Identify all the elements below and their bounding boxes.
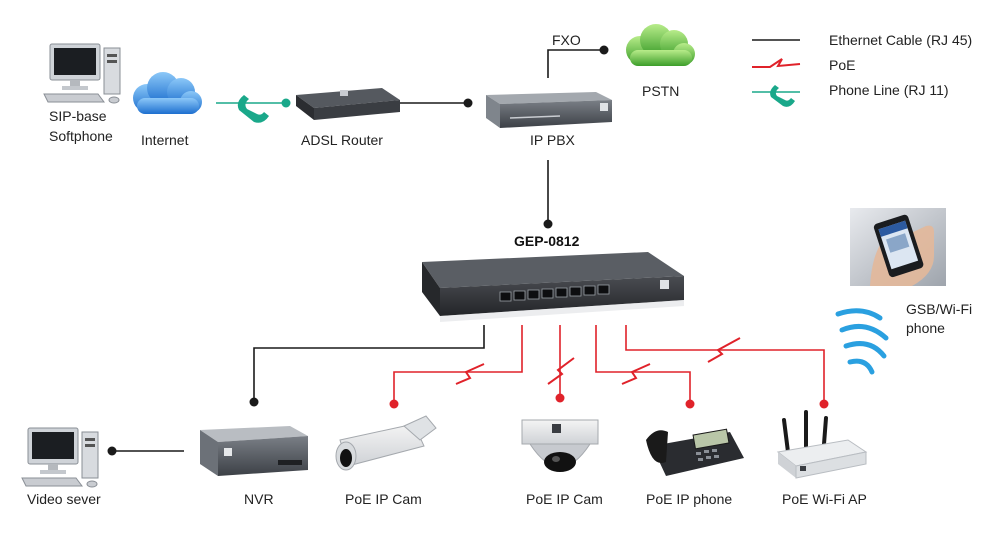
ethernet-video-nvr [107, 446, 184, 456]
video-server-pc [21, 427, 99, 488]
internet-cloud [133, 72, 202, 114]
legend: Ethernet Cable (RJ 45) PoE Phone Line (R… [752, 32, 972, 107]
ip-pbx [486, 92, 612, 128]
ethernet-pbx-fxo-pstn [547, 45, 609, 78]
legend-poe-label: PoE [829, 57, 855, 73]
switch-label: GEP-0812 [514, 233, 580, 249]
poe-switch-ap [625, 325, 829, 409]
poe-switch-cam1 [389, 325, 523, 409]
ip-pbx-label: IP PBX [530, 132, 576, 148]
poe-wifi-ap [776, 410, 868, 479]
mobile-phone [850, 208, 946, 286]
ethernet-adsl-pbx [398, 98, 473, 108]
legend-phone-label: Phone Line (RJ 11) [829, 82, 949, 98]
desktop-computer-icon [43, 43, 121, 104]
nvr-label: NVR [244, 491, 274, 507]
nvr-box-icon [200, 426, 308, 442]
dome-camera-icon [521, 419, 599, 472]
green-cloud-icon [626, 24, 695, 66]
softphone-label-line1: SIP-base [49, 108, 107, 124]
poe-switch-ipphone [595, 325, 695, 409]
ethernet-pbx-switch [543, 160, 553, 229]
poe-wifi-ap-label: PoE Wi-Fi AP [782, 491, 867, 507]
desktop-computer-icon [21, 427, 99, 488]
poe-ip-cam-2-label: PoE IP Cam [526, 491, 603, 507]
poe-ip-cam-2 [521, 419, 599, 472]
gep-0812-switch [422, 252, 684, 322]
poe-switch-cam2 [547, 325, 575, 403]
legend-ethernet-label: Ethernet Cable (RJ 45) [829, 32, 972, 48]
legend-phone-icon [752, 85, 800, 107]
softphone-label-line2: Softphone [49, 128, 113, 144]
pstn-label: PSTN [642, 83, 679, 99]
pstn-cloud [626, 24, 695, 66]
blue-cloud-icon [133, 72, 202, 114]
desk-phone-icon [646, 428, 744, 476]
nvr-box [200, 426, 308, 476]
legend-poe-bolt-icon [752, 58, 801, 68]
adsl-router [296, 88, 400, 120]
smartphone-icon [873, 214, 924, 278]
ethernet-switch-nvr [249, 325, 485, 407]
switch-icon [422, 252, 684, 288]
mobile-label-line2: phone [906, 320, 945, 336]
fxo-label: FXO [552, 32, 581, 48]
router-icon [296, 88, 400, 108]
wifi-waves-icon [835, 308, 889, 375]
poe-ip-cam-1 [335, 415, 437, 471]
video-server-label: Video sever [27, 491, 101, 507]
bullet-camera-icon [335, 415, 437, 471]
softphone-pc [43, 43, 121, 104]
pbx-box-icon [486, 92, 612, 104]
poe-ip-phone-label: PoE IP phone [646, 491, 732, 507]
phone-line-icon [237, 95, 269, 123]
poe-ip-phone [646, 428, 744, 476]
adsl-router-label: ADSL Router [301, 132, 383, 148]
phone-line-internet-adsl [216, 95, 291, 123]
mobile-label-line1: GSB/Wi-Fi [906, 301, 972, 317]
wifi-ap-icon [776, 410, 868, 479]
poe-ip-cam-1-label: PoE IP Cam [345, 491, 422, 507]
internet-label: Internet [141, 132, 189, 148]
